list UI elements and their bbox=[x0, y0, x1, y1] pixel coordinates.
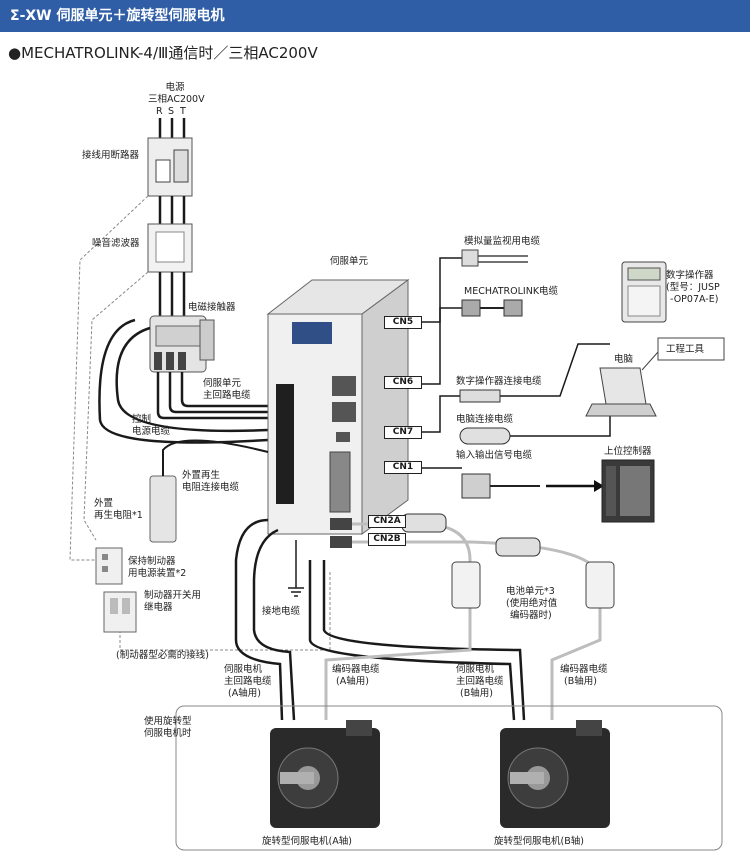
rotary-note-label-1: 使用旋转型 bbox=[144, 716, 192, 727]
encoder-b-label-2: (B轴用) bbox=[564, 676, 597, 687]
connector-cn6-label: CN6 bbox=[384, 376, 422, 389]
connector-cn2b-label: CN2B bbox=[368, 533, 406, 546]
ground-cable-label: 接地电缆 bbox=[262, 606, 301, 617]
encoder-b-label-1: 编码器电缆 bbox=[560, 664, 608, 675]
page-title: Σ-XW 伺服单元＋旋转型伺服电机 bbox=[0, 0, 750, 32]
breaker-label: 接线用断路器 bbox=[82, 150, 140, 161]
regen-cable-label-1: 外置再生 bbox=[182, 470, 221, 481]
connector-cn5-label: CN5 bbox=[384, 316, 422, 329]
phase-t-label: T bbox=[180, 106, 186, 117]
page-subtitle: ●MECHATROLINK-4/Ⅲ通信时／三相AC200V bbox=[8, 44, 318, 62]
phase-r-label: R bbox=[156, 106, 163, 117]
battery-label-1: 电池单元*3 bbox=[506, 586, 555, 597]
motor-main-b-label-1: 伺服电机 bbox=[456, 664, 495, 675]
main-circuit-cable-label-2: 主回路电缆 bbox=[203, 390, 251, 401]
encoder-a-label-1: 编码器电缆 bbox=[332, 664, 380, 675]
servo-unit-icon bbox=[266, 279, 410, 548]
encoder-connector-b-icon bbox=[495, 537, 541, 557]
battery-label-2: (使用绝对值 bbox=[506, 598, 558, 609]
io-cable-label: 输入输出信号电缆 bbox=[456, 450, 533, 461]
noise-filter-label: 噪音滤波器 bbox=[92, 238, 140, 249]
motor-main-b-label-2: 主回路电缆 bbox=[456, 676, 504, 687]
phase-s-label: S bbox=[168, 106, 175, 117]
motor-main-a-label-3: (A轴用) bbox=[228, 688, 261, 699]
analog-monitor-cable-icon bbox=[461, 249, 528, 267]
encoder-a-label-2: (A轴用) bbox=[336, 676, 369, 687]
operator-label-3: -OP07A-E) bbox=[670, 294, 719, 305]
power-spec-label: 三相AC200V bbox=[148, 94, 205, 105]
main-circuit-wires bbox=[98, 318, 269, 444]
brake-relay-label-2: 继电器 bbox=[144, 602, 173, 613]
noise-filter-icon bbox=[147, 223, 193, 320]
engineering-tool-callout bbox=[641, 337, 725, 371]
io-cable-icon bbox=[461, 473, 604, 499]
connector-cn2a-label: CN2A bbox=[368, 515, 406, 528]
motor-b-icon bbox=[500, 720, 610, 828]
ground-icon bbox=[288, 540, 304, 597]
operator-label-1: 数字操作器 bbox=[666, 270, 714, 281]
contactor-icon bbox=[149, 315, 215, 373]
digital-operator-icon bbox=[621, 261, 667, 323]
connector-cn7-label: CN7 bbox=[384, 426, 422, 439]
mechatrolink-cable-icon bbox=[461, 299, 523, 317]
main-circuit-cable-label-1: 伺服单元 bbox=[203, 378, 242, 389]
brake-relay-icon bbox=[103, 591, 137, 633]
rotary-note-label-2: 伺服电机时 bbox=[144, 728, 192, 739]
control-power-label-2: 电源电缆 bbox=[132, 426, 171, 437]
host-controller-label: 上位控制器 bbox=[604, 446, 652, 457]
brake-power-label-1: 保持制动器 bbox=[128, 556, 176, 567]
brake-power-supply-icon bbox=[95, 547, 123, 585]
regen-resistor-icon bbox=[149, 439, 269, 543]
power-lines bbox=[158, 118, 186, 140]
connector-cn1-label: CN1 bbox=[384, 461, 422, 474]
operator-label-2: (型号：JUSP bbox=[666, 282, 720, 293]
encoder-connector-a-icon bbox=[401, 513, 447, 533]
analog-monitor-label: 模拟量监视用电缆 bbox=[464, 236, 541, 247]
brake-note-label: (制动器型必需的接线) bbox=[116, 650, 209, 661]
motor-main-a-label-1: 伺服电机 bbox=[224, 664, 263, 675]
regen-resistor-label-1: 外置 bbox=[94, 498, 114, 509]
battery-unit-b-icon bbox=[585, 561, 615, 609]
control-power-label-1: 控制 bbox=[132, 414, 152, 425]
brake-power-label-2: 用电源装置*2 bbox=[128, 568, 187, 579]
contactor-label: 电磁接触器 bbox=[188, 302, 236, 313]
host-controller-icon bbox=[601, 459, 655, 523]
motor-main-a-label-2: 主回路电缆 bbox=[224, 676, 272, 687]
battery-unit-a-icon bbox=[451, 561, 481, 609]
breaker-icon bbox=[147, 137, 193, 226]
pc-label: 电脑 bbox=[614, 354, 634, 365]
mechatrolink-cable-label: MECHATROLINK电缆 bbox=[464, 286, 559, 297]
operator-cable-label: 数字操作器连接电缆 bbox=[456, 376, 542, 387]
engineering-tool-label: 工程工具 bbox=[666, 344, 705, 355]
battery-label-3: 编码器时) bbox=[510, 610, 552, 621]
motor-main-b-label-3: (B轴用) bbox=[460, 688, 493, 699]
motor-b-label: 旋转型伺服电机(B轴) bbox=[494, 836, 584, 847]
rotary-motors-frame bbox=[175, 705, 723, 851]
servo-unit-label: 伺服单元 bbox=[330, 256, 369, 267]
motor-a-label: 旋转型伺服电机(A轴) bbox=[262, 836, 352, 847]
operator-cable-icon bbox=[459, 389, 501, 403]
regen-cable-label-2: 电阻连接电缆 bbox=[182, 482, 240, 493]
pc-icon bbox=[585, 367, 657, 417]
brake-relay-label-1: 制动器开关用 bbox=[144, 590, 202, 601]
power-source-label: 电源 bbox=[165, 82, 185, 93]
motor-a-icon bbox=[270, 720, 380, 828]
pc-cable-icon bbox=[459, 427, 511, 445]
pc-cable-label: 电脑连接电缆 bbox=[456, 414, 514, 425]
regen-resistor-label-2: 再生电阻*1 bbox=[94, 510, 143, 521]
